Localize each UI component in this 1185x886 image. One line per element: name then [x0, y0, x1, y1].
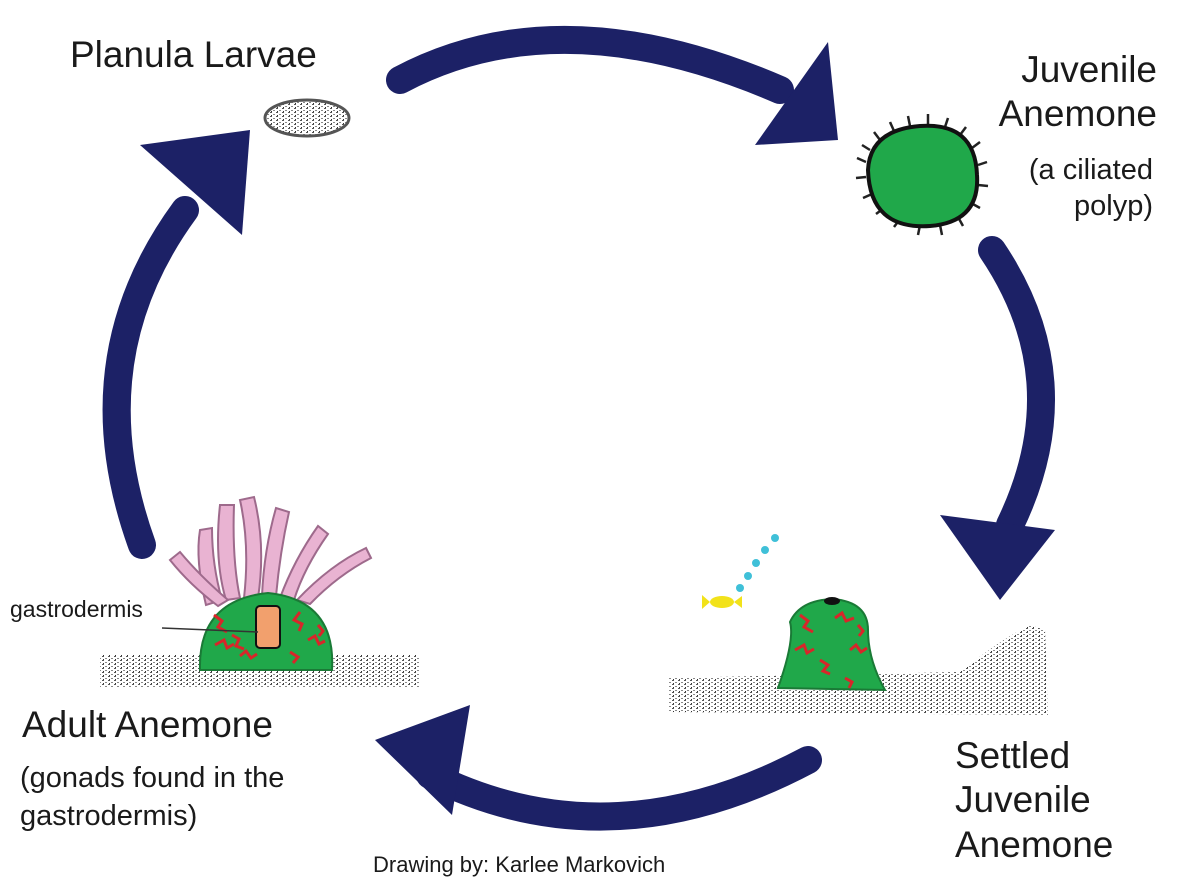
adult-note: (gonads found in the gastrodermis) — [20, 760, 284, 835]
planula-larvae-label: Planula Larvae — [70, 33, 317, 77]
juvenile-line-2: Anemone — [999, 92, 1157, 136]
planula-larva-illustration — [265, 100, 349, 136]
settled-juvenile-anemone-label: Settled Juvenile Anemone — [955, 734, 1113, 867]
adult-note-line-2: gastrodermis) — [20, 798, 284, 836]
gastrodermis-callout: gastrodermis — [10, 596, 143, 623]
fish-illustration — [702, 595, 742, 609]
ciliated-polyp-illustration — [856, 114, 988, 235]
bubble-trail — [736, 534, 779, 592]
settled-line-3: Anemone — [955, 823, 1113, 867]
juvenile-line-1: Juvenile — [999, 48, 1157, 92]
cycle-arrow-right — [940, 250, 1055, 600]
drawing-credit: Drawing by: Karlee Markovich — [373, 852, 665, 878]
cycle-arrow-left — [117, 130, 250, 545]
juvenile-anemone-label: Juvenile Anemone — [999, 48, 1157, 135]
juvenile-note-line-1: (a ciliated — [1029, 152, 1153, 188]
juvenile-note: (a ciliated polyp) — [1029, 152, 1153, 225]
cycle-arrow-bottom — [375, 705, 808, 817]
cycle-arrow-top — [400, 40, 838, 145]
settled-line-2: Juvenile — [955, 778, 1113, 822]
settled-anemone-illustration — [668, 597, 1048, 715]
adult-anemone-label: Adult Anemone — [22, 703, 273, 747]
settled-line-1: Settled — [955, 734, 1113, 778]
adult-note-line-1: (gonads found in the — [20, 760, 284, 798]
juvenile-note-line-2: polyp) — [1029, 188, 1153, 224]
